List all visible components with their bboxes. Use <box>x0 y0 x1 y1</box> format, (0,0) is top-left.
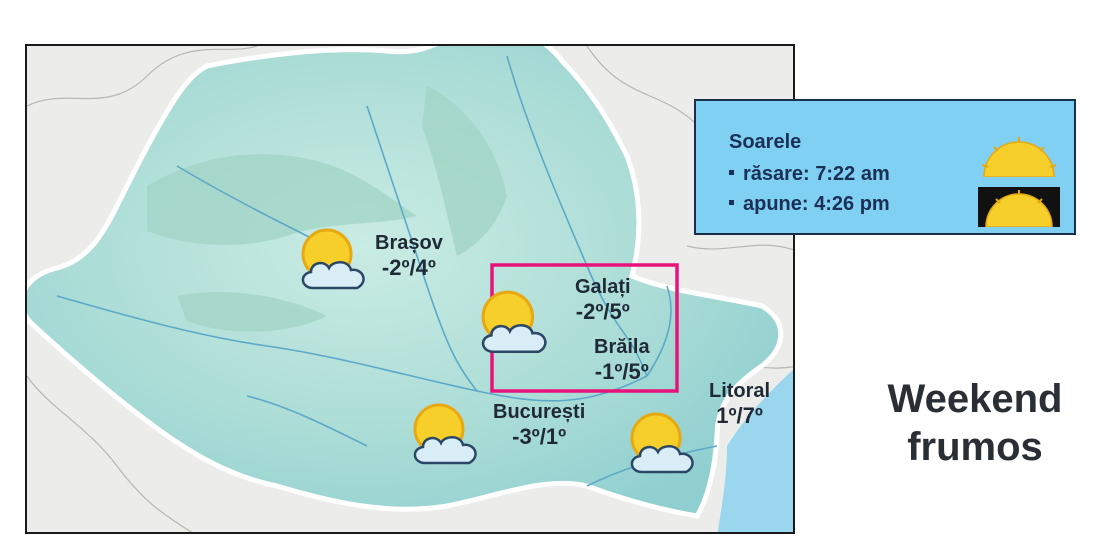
city-label-brasov: Brașov -2º/4º <box>375 232 443 280</box>
sunrise-row: răsare: 7:22 am <box>729 163 890 186</box>
sun-info-box: Soarele răsare: 7:22 am apune: 4:26 pm <box>694 99 1076 235</box>
sunrise-text: răsare: 7:22 am <box>743 163 890 185</box>
headline-line-1: Weekend <box>887 377 1063 421</box>
city-label-bucuresti: București -3º/1º <box>493 401 585 449</box>
sun-box-title: Soarele <box>729 131 802 153</box>
sunrise-icon <box>981 137 1057 177</box>
sun-behind-cloud-icon <box>301 228 365 290</box>
headline: Weekend frumos <box>870 375 1080 471</box>
city-temperature: -1º/5º <box>594 359 649 384</box>
bullet <box>729 200 734 206</box>
city-label-litoral: Litoral 1º/7º <box>709 380 770 428</box>
sun-behind-cloud-icon <box>630 412 694 474</box>
headline-line-2: frumos <box>907 425 1043 469</box>
sun-behind-cloud-icon <box>481 290 547 354</box>
black-sea <box>717 369 793 532</box>
city-temperature: -2º/4º <box>381 255 436 280</box>
sunset-row: apune: 4:26 pm <box>729 193 890 216</box>
bullet <box>729 170 734 176</box>
city-name: Brașov <box>375 232 443 254</box>
city-temperature: -3º/1º <box>512 424 567 449</box>
mountain-shading <box>147 86 507 332</box>
sunset-icon <box>978 187 1060 227</box>
city-label-braila: Brăila -1º/5º <box>594 336 650 384</box>
city-name: București <box>493 401 586 423</box>
city-name: Litoral <box>709 380 771 402</box>
map-svg <box>27 46 793 532</box>
sun-behind-cloud-icon <box>413 403 477 465</box>
city-temperature: -2º/5º <box>575 299 630 324</box>
city-name: Brăila <box>594 336 650 358</box>
city-label-galati: Galați -2º/5º <box>575 276 631 324</box>
map-frame: Brașov -2º/4º Galați -2º/5º Brăila -1º/5… <box>25 44 795 534</box>
city-temperature: 1º/7º <box>716 403 763 428</box>
city-name: Galați <box>575 276 631 298</box>
sunset-text: apune: 4:26 pm <box>743 193 890 215</box>
